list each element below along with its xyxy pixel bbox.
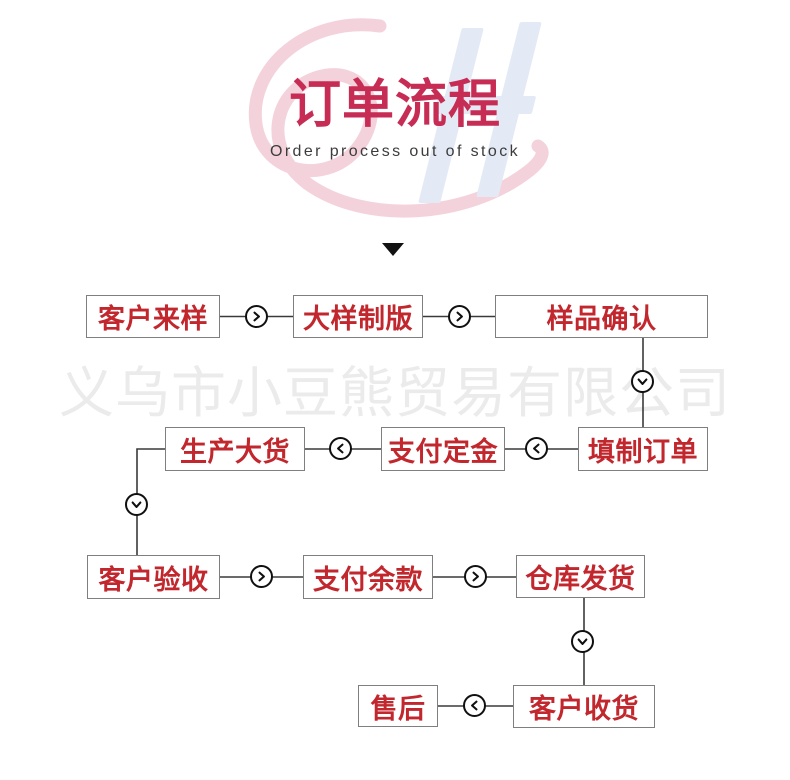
flow-node-label: 仓库发货	[525, 564, 636, 594]
flow-node-customer-sample: 客户来样	[86, 295, 220, 338]
flow-node-plate-making: 大样制版	[293, 295, 423, 338]
company-watermark: 义乌市小豆熊贸易有限公司	[58, 362, 731, 424]
flow-node-label: 生产大货	[180, 436, 290, 467]
chevron-down-icon	[577, 638, 588, 645]
chevron-right-connector	[448, 305, 471, 328]
flow-node-warehouse-shipping: 仓库发货	[516, 555, 645, 598]
flow-node-label: 支付定金	[388, 436, 498, 467]
flow-node-label: 售后	[370, 693, 426, 724]
chevron-down-connector	[631, 370, 654, 393]
chevron-right-icon	[456, 311, 463, 322]
flow-node-label: 样品确认	[546, 304, 657, 334]
chevron-down-connector	[571, 630, 594, 653]
flow-node-label: 大样制版	[303, 304, 413, 334]
chevron-right-connector	[250, 565, 273, 588]
chevron-down-icon	[131, 501, 142, 508]
flow-node-label: 客户验收	[98, 564, 209, 595]
chevron-left-connector	[525, 437, 548, 460]
chevron-down-icon	[637, 378, 648, 385]
chevron-right-icon	[472, 571, 479, 582]
chevron-right-icon	[258, 571, 265, 582]
flow-node-customer-receiving: 客户收货	[513, 685, 655, 728]
chevron-left-connector	[463, 694, 486, 717]
header: 订单流程 Order process out of stock	[0, 0, 790, 161]
flow-node-fill-order: 填制订单	[578, 427, 708, 471]
flow-node-label: 填制订单	[588, 436, 698, 467]
down-triangle-icon	[382, 243, 404, 256]
flow-node-bulk-production: 生产大货	[165, 427, 305, 471]
flow-node-customer-acceptance: 客户验收	[87, 555, 220, 599]
page-subtitle: Order process out of stock	[269, 143, 521, 160]
logo-script-letter-icon	[248, 18, 549, 218]
chevron-left-icon	[533, 443, 540, 454]
flow-node-label: 支付余款	[313, 564, 423, 595]
chevron-right-icon	[253, 311, 260, 322]
flow-node-after-sales: 售后	[358, 685, 438, 727]
brand-logo-watermark	[0, 0, 790, 240]
flow-node-label: 客户收货	[529, 694, 639, 724]
chevron-down-connector	[125, 493, 148, 516]
chevron-left-icon	[337, 443, 344, 454]
chevron-right-connector	[245, 305, 268, 328]
page-title: 订单流程	[288, 77, 501, 134]
flow-node-label: 客户来样	[98, 304, 208, 334]
flow-node-sample-confirm: 样品确认	[495, 295, 708, 338]
chevron-right-connector	[464, 565, 487, 588]
flow-node-pay-deposit: 支付定金	[381, 427, 505, 471]
chevron-left-connector	[329, 437, 352, 460]
flow-node-pay-balance: 支付余款	[303, 555, 433, 599]
chevron-left-icon	[471, 700, 478, 711]
